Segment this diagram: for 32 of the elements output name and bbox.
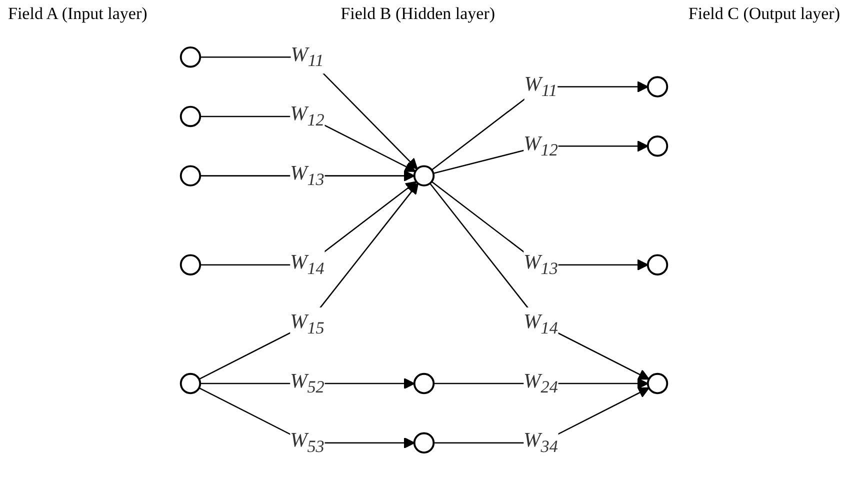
node-circle [646, 136, 668, 157]
arrow [200, 56, 418, 170]
edge-label: W$_{14}$ [290, 252, 324, 278]
layer-heading: Field B (Hidden layer) [340, 4, 496, 25]
node-circle [646, 372, 668, 394]
edge-label: W$_{52}$ [290, 370, 324, 397]
edge-label: W$_{11}$ [290, 44, 324, 70]
node-circle [413, 372, 435, 394]
edge-label: W$_{15}$ [290, 311, 324, 338]
edge-label: W$_{14}$ [524, 311, 558, 338]
arrow [198, 182, 419, 380]
edge-label: W$_{12}$ [524, 133, 558, 160]
arrow [429, 182, 650, 380]
arrow [431, 81, 648, 170]
node-circle [180, 372, 202, 394]
edge-label: W$_{12}$ [290, 103, 324, 130]
layer-heading: Field C (Output layer) [688, 4, 840, 25]
node-circle [180, 165, 202, 186]
node-circle [413, 432, 435, 454]
edge-label: W$_{24}$ [524, 370, 558, 397]
node-circle [180, 106, 202, 128]
node-circle [646, 254, 668, 276]
edge-label: W$_{13}$ [524, 252, 558, 278]
layer-heading: Field A (Input layer) [8, 4, 148, 25]
edge-label: W$_{13}$ [290, 162, 324, 189]
node-circle [646, 76, 668, 98]
edge-label: W$_{11}$ [524, 74, 558, 100]
edge-label: W$_{34}$ [524, 430, 558, 456]
node-circle [180, 46, 202, 68]
edge-label: W$_{53}$ [290, 430, 324, 456]
node-circle [180, 254, 202, 276]
node-circle [413, 165, 435, 186]
